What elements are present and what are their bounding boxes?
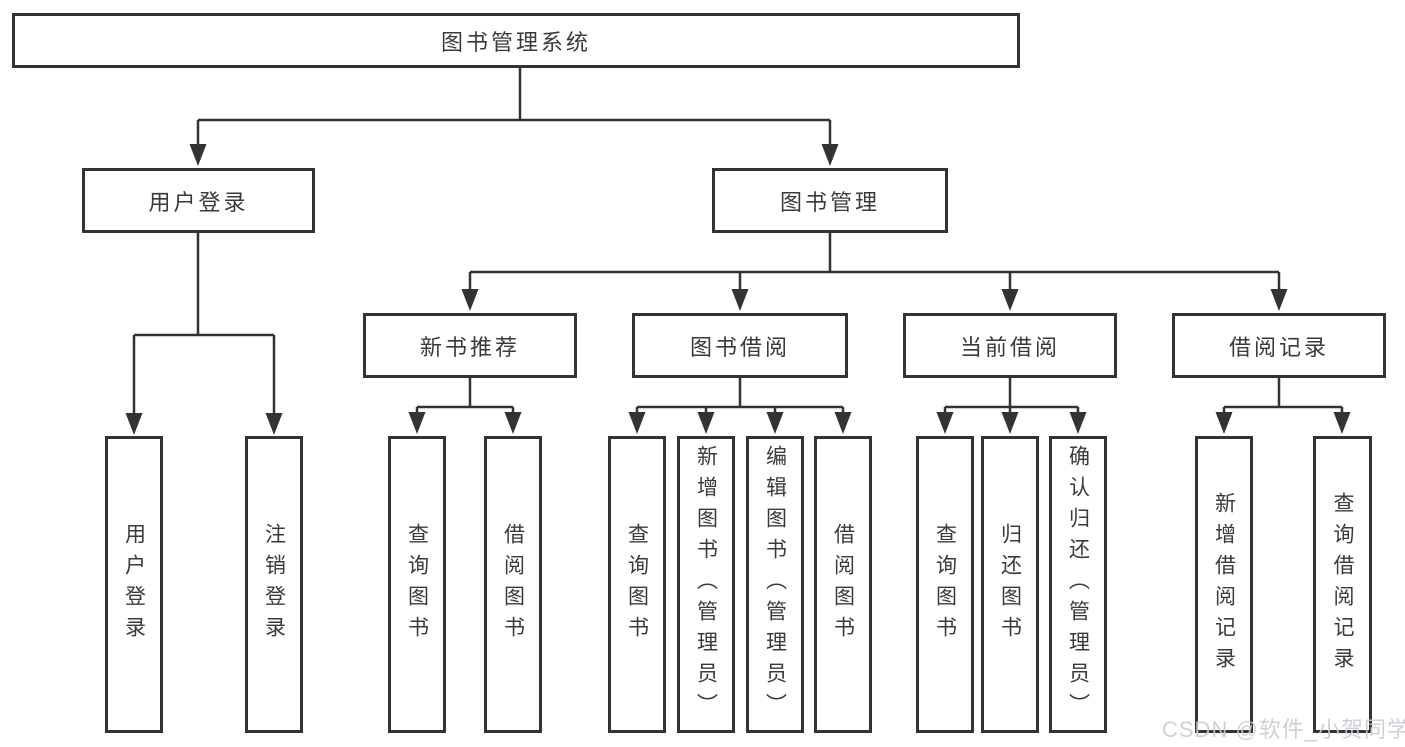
arrow-icon <box>697 412 715 434</box>
leaf-add-book-admin-label: 新增图书（管理员） <box>694 445 718 724</box>
leaf-edit-book-admin-label: 编辑图书（管理员） <box>763 445 787 724</box>
leaf-return-book-label: 归还图书 <box>998 522 1022 647</box>
arrow-icon <box>834 412 852 434</box>
leaf-borrow-books-2: 借阅图书 <box>814 436 872 733</box>
leaf-logout-label: 注销登录 <box>262 522 286 647</box>
leaf-borrow-books-2-label: 借阅图书 <box>831 522 855 647</box>
leaf-logout: 注销登录 <box>245 436 303 733</box>
arrow-icon <box>189 144 207 166</box>
leaf-add-borrow-record: 新增借阅记录 <box>1195 436 1253 733</box>
arrow-icon <box>265 413 283 435</box>
node-user-login-label: 用户登录 <box>148 189 249 215</box>
arrow-icon <box>1069 412 1087 434</box>
arrow-icon <box>821 144 839 166</box>
node-book-borrow-label: 图书借阅 <box>689 334 790 360</box>
node-user-login: 用户登录 <box>82 168 315 233</box>
leaf-borrow-books-1: 借阅图书 <box>484 436 542 733</box>
leaf-query-books-2-label: 查询图书 <box>625 522 649 647</box>
leaf-add-book-admin: 新增图书（管理员） <box>677 436 735 733</box>
leaf-add-borrow-record-label: 新增借阅记录 <box>1212 491 1236 678</box>
leaf-edit-book-admin: 编辑图书（管理员） <box>746 436 804 733</box>
node-book-management-label: 图书管理 <box>779 189 880 215</box>
arrow-icon <box>1270 289 1288 311</box>
node-borrow-records: 借阅记录 <box>1172 313 1386 378</box>
arrow-icon <box>1001 289 1019 311</box>
leaf-query-books-3-label: 查询图书 <box>933 522 957 647</box>
node-current-borrow: 当前借阅 <box>903 313 1117 378</box>
node-book-borrow: 图书借阅 <box>632 313 848 378</box>
leaf-borrow-books-1-label: 借阅图书 <box>501 522 525 647</box>
arrow-icon <box>125 413 143 435</box>
arrow-icon <box>628 412 646 434</box>
leaf-user-login: 用户登录 <box>105 436 163 733</box>
arrow-icon <box>1215 412 1233 434</box>
leaf-confirm-return-admin: 确认归还（管理员） <box>1049 436 1107 733</box>
arrowheads <box>125 144 1351 435</box>
node-borrow-records-label: 借阅记录 <box>1228 334 1329 360</box>
arrow-icon <box>461 289 479 311</box>
leaf-query-borrow-record-label: 查询借阅记录 <box>1331 491 1354 678</box>
arrow-icon <box>766 412 784 434</box>
csdn-watermark: CSDN @软件_小贺同学 <box>1162 717 1405 742</box>
node-new-book-recommend-label: 新书推荐 <box>419 334 520 360</box>
leaf-query-books-1-label: 查询图书 <box>405 522 429 647</box>
leaf-query-books-1: 查询图书 <box>388 436 446 733</box>
leaf-user-login-label: 用户登录 <box>122 522 146 647</box>
node-new-book-recommend: 新书推荐 <box>363 313 577 378</box>
node-book-management-system: 图书管理系统 <box>12 13 1020 68</box>
node-book-management-system-label: 图书管理系统 <box>440 29 591 55</box>
arrow-icon <box>731 289 749 311</box>
leaf-confirm-return-admin-label: 确认归还（管理员） <box>1066 445 1090 724</box>
node-current-borrow-label: 当前借阅 <box>959 334 1060 360</box>
arrow-icon <box>1001 412 1019 434</box>
leaf-query-books-2: 查询图书 <box>608 436 666 733</box>
leaf-return-book: 归还图书 <box>981 436 1039 733</box>
arrow-icon <box>504 412 522 434</box>
leaf-query-books-3: 查询图书 <box>916 436 974 733</box>
leaf-query-borrow-record: 查询借阅记录 <box>1313 436 1372 733</box>
arrow-icon <box>1333 412 1351 434</box>
node-book-management: 图书管理 <box>712 168 948 233</box>
arrow-icon <box>936 412 954 434</box>
arrow-icon <box>408 412 426 434</box>
